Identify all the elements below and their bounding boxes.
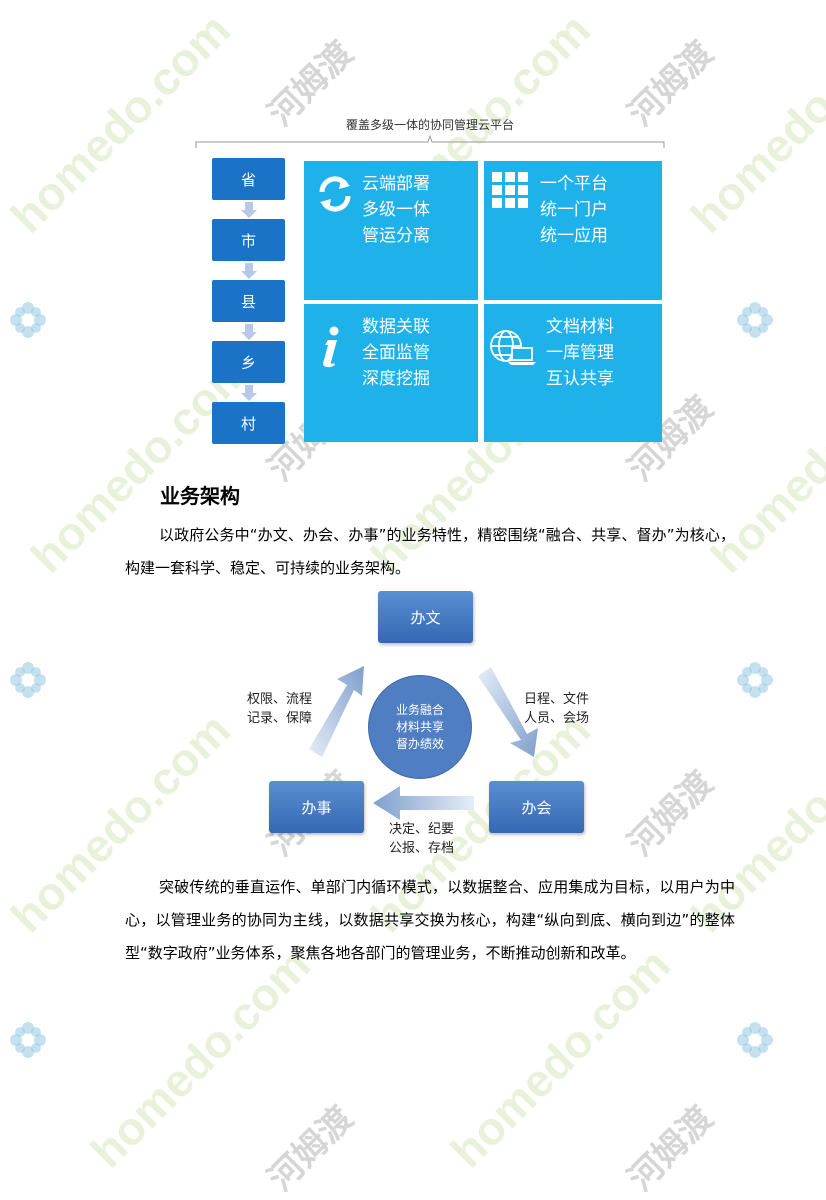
- note-line: 公报、存档: [389, 841, 455, 856]
- tile-line: 管运分离: [362, 226, 430, 246]
- level-box-township: 乡: [212, 341, 285, 383]
- note-line: 人员、会场: [524, 711, 590, 726]
- diagram-caption: 覆盖多级一体的协同管理云平台: [345, 118, 514, 132]
- tile-line: 一库管理: [546, 343, 614, 363]
- tile-line: 文档材料: [546, 317, 614, 337]
- cycle-arrow-right: [478, 667, 538, 757]
- note-right: 日程、文件 人员、会场: [524, 690, 589, 728]
- node-ban-shi: 办事: [269, 781, 364, 833]
- center-line: 督办绩效: [395, 736, 444, 751]
- center-line: 材料共享: [395, 719, 444, 734]
- tile-one-platform: 一个平台 统一门户 统一应用: [484, 161, 662, 300]
- tile-line: 互认共享: [546, 369, 614, 389]
- tile-line: 数据关联: [362, 317, 430, 337]
- info-icon: [323, 326, 339, 368]
- tile-line: 统一门户: [540, 200, 608, 220]
- cycle-arrow-left: [309, 666, 364, 757]
- grid-icon: [492, 172, 528, 208]
- tile-cloud-deploy: 云端部署 多级一体 管运分离: [304, 161, 478, 300]
- paragraph: 以政府公务中“办文、办会、办事”的业务特性，精密围绕“融合、共享、督办”为核心，…: [125, 526, 735, 577]
- cycle-arrow-bottom: [373, 786, 474, 820]
- tile-line: 一个平台: [540, 174, 608, 194]
- tile-line: 云端部署: [362, 174, 430, 194]
- center-line: 业务融合: [395, 702, 444, 717]
- note-bottom: 决定、纪要 公报、存档: [389, 820, 454, 858]
- globe-laptop-icon: [490, 330, 536, 365]
- node-ban-wen: 办文: [378, 591, 473, 643]
- caption-bracket: [195, 135, 665, 148]
- tile-line: 深度挖掘: [362, 369, 430, 389]
- note-line: 记录、保障: [247, 711, 313, 726]
- down-arrow-icon: [241, 263, 257, 279]
- tile-line: 全面监管: [362, 343, 430, 363]
- note-line: 日程、文件: [524, 692, 590, 707]
- level-box-city: 市: [212, 219, 285, 261]
- level-box-province: 省: [212, 158, 285, 200]
- center-circle: 业务融合 材料共享 督办绩效: [368, 675, 472, 779]
- paragraph: 突破传统的垂直运作、单部门内循环模式，以数据整合、应用集成为目标，以用户为中心，…: [125, 878, 735, 962]
- section-heading: 业务架构: [160, 484, 240, 508]
- note-line: 权限、流程: [247, 692, 313, 707]
- level-box-county: 县: [212, 280, 285, 322]
- level-box-village: 村: [212, 402, 285, 444]
- down-arrow-icon: [241, 202, 257, 218]
- tile-data-association: 数据关联 全面监管 深度挖掘: [304, 304, 478, 442]
- note-left: 权限、流程 记录、保障: [247, 690, 312, 728]
- down-arrow-icon: [241, 385, 257, 401]
- tile-line: 多级一体: [362, 200, 430, 220]
- refresh-icon: [319, 176, 351, 212]
- node-ban-hui: 办会: [489, 781, 584, 833]
- note-line: 决定、纪要: [389, 822, 455, 837]
- cycle-arrows: [309, 666, 538, 820]
- down-arrow-icon: [241, 324, 257, 340]
- tile-document-materials: 文档材料 一库管理 互认共享: [484, 304, 662, 442]
- tile-line: 统一应用: [540, 226, 608, 246]
